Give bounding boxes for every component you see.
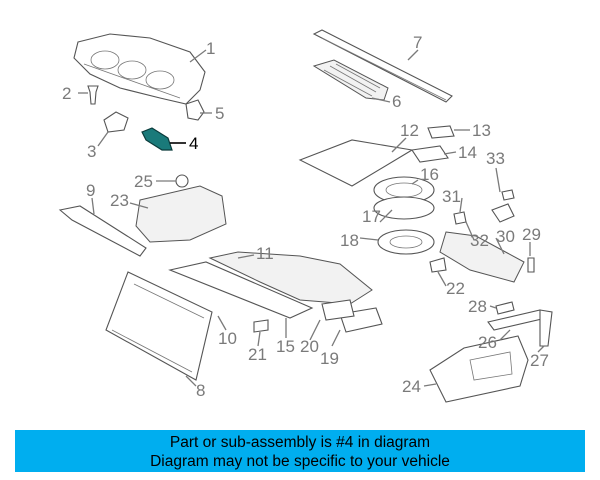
part-13-box[interactable] — [427, 125, 455, 139]
callout-7: 7 — [413, 33, 422, 52]
callout-16: 16 — [420, 165, 439, 184]
callout-31: 31 — [442, 187, 461, 206]
part-5-bracket[interactable] — [185, 99, 205, 121]
part-10-floor-liner[interactable] — [168, 261, 314, 319]
part-2-push-clip[interactable] — [87, 85, 99, 105]
callout-28: 28 — [468, 297, 487, 316]
callout-26: 26 — [478, 333, 497, 352]
callout-14: 14 — [458, 143, 477, 162]
part-7-roller-blind[interactable] — [312, 29, 453, 103]
callout-32: 32 — [470, 231, 489, 250]
part-4-highlighted[interactable] — [141, 127, 173, 151]
callout-13: 13 — [472, 121, 491, 140]
part-1-package-tray[interactable] — [73, 33, 206, 105]
part-26-sill-trim[interactable] — [487, 309, 547, 331]
callout-17: 17 — [362, 207, 381, 226]
part-14-tray[interactable] — [411, 145, 449, 163]
callout-25: 25 — [134, 172, 153, 191]
callout-20: 20 — [300, 337, 319, 356]
part-32-bracket[interactable] — [491, 203, 515, 223]
callout-6: 6 — [392, 92, 401, 111]
callout-11: 11 — [256, 244, 274, 263]
callout-29: 29 — [522, 225, 541, 244]
part-30-side-panel[interactable] — [439, 231, 525, 283]
part-3-bracket[interactable] — [103, 111, 129, 133]
part-6-mesh-panel[interactable] — [312, 59, 389, 101]
part-11-trunk-liner[interactable] — [208, 251, 373, 305]
callout-18: 18 — [340, 231, 359, 250]
part-24-side-trim[interactable] — [429, 335, 529, 403]
callout-33: 33 — [486, 149, 505, 168]
callout-3: 3 — [87, 142, 96, 161]
parts-diagram: 1 2 3 4 5 6 7 8 9 10 11 12 13 14 15 16 1… — [58, 29, 553, 403]
banner-line-2: Diagram may not be specific to your vehi… — [150, 453, 450, 470]
callout-15: 15 — [276, 337, 295, 356]
callout-2: 2 — [62, 84, 71, 103]
part-8-seatback-panel[interactable] — [105, 271, 213, 381]
part-29-bolt[interactable] — [527, 257, 535, 273]
callout-8: 8 — [196, 381, 205, 400]
callout-30: 30 — [496, 227, 515, 246]
leader-lines — [78, 49, 545, 387]
callout-numbers: 1 2 3 4 5 6 7 8 9 10 11 12 13 14 15 16 1… — [62, 33, 549, 400]
callout-27: 27 — [530, 351, 549, 370]
callout-22: 22 — [446, 279, 465, 298]
part-9-side-rail[interactable] — [58, 205, 147, 257]
callout-9: 9 — [86, 181, 95, 200]
part-23-side-trim[interactable] — [135, 185, 227, 243]
part-33-bracket[interactable] — [501, 189, 515, 201]
part-17-spare-wheel[interactable] — [373, 196, 435, 220]
callout-12: 12 — [400, 121, 419, 140]
info-banner: Part or sub-assembly is #4 in diagram Di… — [15, 430, 585, 472]
callout-23: 23 — [110, 191, 129, 210]
part-27-rail[interactable] — [539, 309, 553, 347]
callout-24: 24 — [402, 377, 421, 396]
callout-10: 10 — [218, 329, 237, 348]
callout-4: 4 — [189, 134, 198, 153]
part-21-clip[interactable] — [253, 319, 269, 333]
part-18-spare-tire[interactable] — [377, 229, 435, 255]
callout-19: 19 — [320, 349, 339, 368]
banner-line-1: Part or sub-assembly is #4 in diagram — [169, 434, 431, 451]
part-28-plug[interactable] — [495, 301, 515, 315]
part-20-storage-box[interactable] — [321, 299, 355, 321]
callout-5: 5 — [215, 104, 224, 123]
callout-21: 21 — [248, 345, 267, 364]
part-22-clip[interactable] — [429, 257, 447, 273]
part-25-grommet[interactable] — [175, 174, 189, 188]
callout-1: 1 — [206, 39, 215, 58]
part-31-bracket[interactable] — [453, 211, 467, 225]
